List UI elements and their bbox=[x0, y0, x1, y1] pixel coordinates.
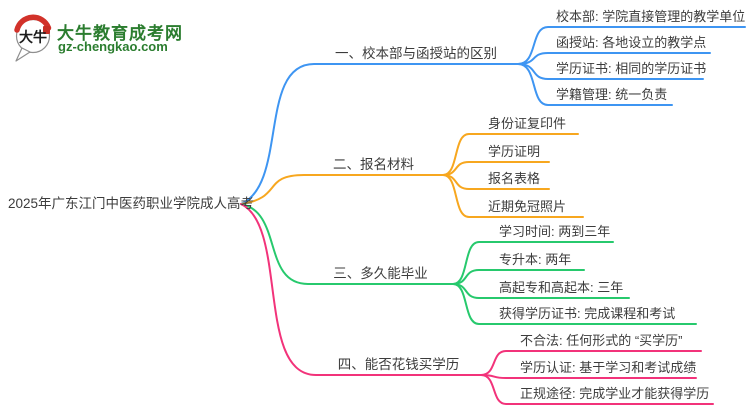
leaf-node: 报名表格 bbox=[488, 171, 541, 186]
branch-2-links bbox=[240, 133, 584, 218]
leaf-node: 函授站: 各地设立的教学点 bbox=[556, 35, 707, 50]
logo-red-arc bbox=[14, 14, 52, 33]
logo-domain: gz-chengkao.com bbox=[58, 39, 168, 54]
logo-seal-icon bbox=[43, 26, 50, 34]
logo-title: 大牛教育成考网 bbox=[57, 24, 183, 43]
daniu-bubble-icon: 大牛 bbox=[14, 14, 52, 62]
branch-1-links bbox=[240, 26, 746, 205]
branch-3-trunk bbox=[240, 203, 454, 285]
branch-4-links bbox=[240, 203, 714, 405]
site-logo: 大牛 大牛教育成考网 gz-chengkao.com bbox=[12, 12, 202, 67]
leaf-node: 学历证明 bbox=[488, 144, 541, 159]
leaf-node: 学籍管理: 统一负责 bbox=[556, 87, 668, 102]
leaf-node: 学历证书: 相同的学历证书 bbox=[556, 61, 707, 76]
logo-bubble-tail bbox=[15, 47, 31, 62]
leaf-node: 正规途径: 完成学业才能获得学历 bbox=[520, 386, 710, 401]
branch-4-child-link bbox=[480, 374, 714, 405]
logo-icon-text: 大牛 bbox=[19, 29, 47, 45]
branch-3-child-link bbox=[452, 283, 697, 325]
branch-4-trunk bbox=[240, 203, 482, 376]
branch-3-links bbox=[240, 203, 697, 325]
branch-1-child-link bbox=[517, 63, 673, 106]
leaf-node: 校本部: 学院直接管理的教学单位 bbox=[556, 9, 746, 24]
leaf-node: 获得学历证书: 完成课程和考试 bbox=[499, 306, 676, 321]
leaf-node: 不合法: 任何形式的 “买学历” bbox=[520, 333, 683, 348]
mindmap-root-node: 2025年广东江门中医药职业学院成人高考 bbox=[8, 196, 255, 211]
branch-2-child-link bbox=[442, 174, 584, 218]
branch-1-trunk bbox=[240, 63, 519, 205]
leaf-node: 学历认证: 基于学习和考试成绩 bbox=[520, 360, 697, 375]
leaf-node: 学习时间: 两到三年 bbox=[499, 224, 611, 239]
branch-node-graduation-time: 三、多久能毕业 bbox=[333, 266, 428, 281]
leaf-node: 身份证复印件 bbox=[488, 116, 567, 131]
leaf-node: 近期免冠照片 bbox=[488, 199, 567, 214]
branch-node-campus-vs-station: 一、校本部与函授站的区别 bbox=[335, 46, 497, 61]
leaf-node: 专升本: 两年 bbox=[499, 252, 572, 267]
branch-node-buy-diploma: 四、能否花钱买学历 bbox=[337, 357, 460, 372]
branch-node-materials: 二、报名材料 bbox=[333, 157, 414, 172]
leaf-node: 高起专和高起本: 三年 bbox=[499, 280, 624, 295]
branch-2-trunk bbox=[240, 174, 444, 205]
